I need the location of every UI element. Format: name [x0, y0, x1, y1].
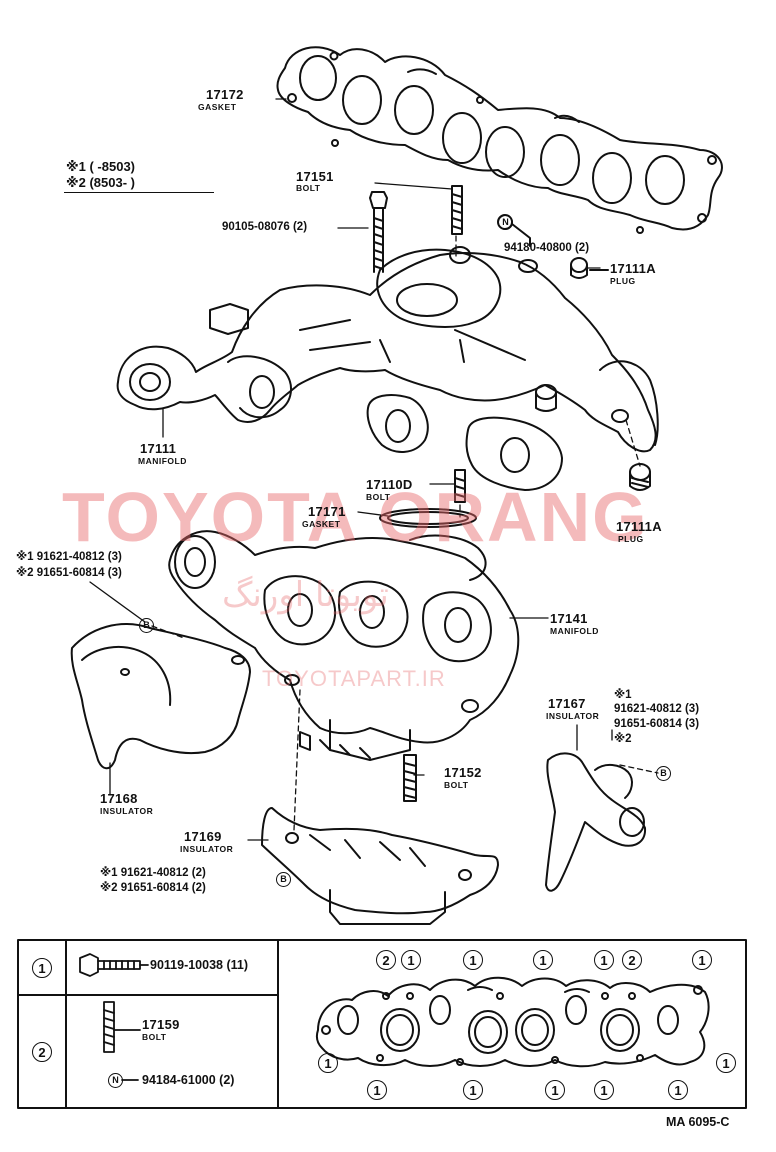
part-name-insulator-17167: INSULATOR	[546, 711, 600, 721]
part-name-gasket-17171: GASKET	[302, 519, 341, 529]
part-name-plug-right: PLUG	[618, 534, 644, 544]
gasket-17171-shape	[379, 508, 477, 528]
part-name-bolt-17151: BOLT	[296, 183, 321, 193]
part-number-17171: 17171	[308, 504, 346, 519]
part-name-plug-top: PLUG	[610, 276, 636, 286]
gasket-mark-top-1: 2	[376, 950, 396, 970]
insulator-17168-shape	[70, 623, 251, 770]
stud-17110d-shape	[454, 469, 466, 503]
bolts-bottom-line2: ※2 91651-60814 (2)	[100, 882, 206, 894]
insulator-17167-shape	[545, 752, 647, 892]
plug-17111a-top-shape	[570, 257, 609, 279]
gasket-mark-top-6: 2	[622, 950, 642, 970]
part-name-manifold-17111: MANIFOLD	[138, 456, 187, 466]
part-name-bolt-17110d: BOLT	[366, 492, 391, 502]
gasket-mark-top-4: 1	[533, 950, 553, 970]
part-name-insulator-17168: INSULATOR	[100, 806, 154, 816]
part-number-17111: 17111	[140, 441, 177, 456]
stud-17159-icon	[103, 1001, 141, 1081]
part-name-bolt-17152: BOLT	[444, 780, 469, 790]
gasket-mark-bottom-5: 1	[668, 1080, 688, 1100]
part-name-insulator-17169: INSULATOR	[180, 844, 234, 854]
part-number-17172: 17172	[206, 87, 244, 102]
gasket-mark-bottom-1: 1	[367, 1080, 387, 1100]
bolt-90105-shape	[369, 191, 388, 273]
gasket-mark-left: 1	[318, 1053, 338, 1073]
gasket-17172-shape	[276, 46, 723, 234]
gasket-mark-top-3: 1	[463, 950, 483, 970]
table-key-2: 2	[32, 1042, 52, 1062]
bolts-left-line2: ※2 91651-60814 (3)	[16, 567, 122, 579]
table-stud-name: BOLT	[142, 1032, 167, 1042]
table-row1-part: 90119-10038 (11)	[150, 958, 249, 972]
insulator-17169-shape	[261, 807, 499, 925]
table-nut-symbol: N	[108, 1073, 123, 1088]
part-number-17151: 17151	[296, 169, 334, 184]
part-number-94180: 94180-40800 (2)	[504, 242, 590, 254]
watermark-latin: TOYOTA ORANG	[62, 478, 649, 556]
part-number-17168: 17168	[100, 791, 138, 806]
bolts-left-line1: ※1 91621-40812 (3)	[16, 551, 122, 563]
bolt-90119-icon	[79, 953, 149, 977]
insulator-17167-part2: 91651-60814 (3)	[614, 718, 700, 730]
part-number-17152: 17152	[444, 765, 482, 780]
insulator-17167-mark1: ※1	[614, 689, 632, 701]
bolt-b-symbol-right: B	[656, 766, 671, 781]
part-number-17110d: 17110D	[366, 477, 413, 492]
table-key-1: 1	[32, 958, 52, 978]
insulator-17167-part1: 91621-40812 (3)	[614, 703, 700, 715]
date-legend-line2: ※2 (8503- )	[66, 175, 135, 190]
bolts-bottom-line1: ※1 91621-40812 (2)	[100, 867, 206, 879]
gasket-mark-right: 1	[716, 1053, 736, 1073]
stud-17152-shape	[403, 754, 417, 802]
part-number-17167: 17167	[548, 696, 586, 711]
figure-code: MA 6095-C	[666, 1115, 730, 1129]
gasket-mark-bottom-3: 1	[545, 1080, 565, 1100]
table-nut-part: 94184-61000 (2)	[142, 1073, 235, 1087]
legend-table-frame	[17, 939, 747, 1109]
watermark-url: TOYOTAPART.IR	[262, 666, 446, 691]
nut-n-symbol: N	[498, 215, 513, 230]
legend-underline	[64, 192, 214, 193]
insulator-17167-mark2: ※2	[614, 733, 632, 745]
gasket-mark-bottom-2: 1	[463, 1080, 483, 1100]
stud-17151-shape	[451, 185, 463, 235]
part-number-17111a-top: 17111A	[610, 261, 656, 276]
part-number-90105: 90105-08076 (2)	[222, 221, 308, 233]
part-name-gasket-17172: GASKET	[198, 102, 237, 112]
part-number-17141: 17141	[550, 611, 588, 626]
watermark-persian: تويوتا اورنگ	[222, 575, 389, 615]
gasket-mark-top-5: 1	[594, 950, 614, 970]
gasket-mark-top-7: 1	[692, 950, 712, 970]
bolt-b-symbol-bottom: B	[276, 872, 291, 887]
gasket-mark-bottom-4: 1	[594, 1080, 614, 1100]
manifold-17141-shape	[168, 530, 520, 761]
manifold-17111-shape	[116, 246, 659, 491]
gasket-mark-top-2: 1	[401, 950, 421, 970]
gasket-table-shape	[315, 976, 710, 1068]
part-name-manifold-17141: MANIFOLD	[550, 626, 599, 636]
bolt-b-symbol-left: B	[139, 618, 154, 633]
table-stud-number: 17159	[142, 1017, 180, 1032]
date-legend-line1: ※1 ( -8503)	[66, 159, 135, 174]
part-number-17111a-right: 17111A	[616, 519, 662, 534]
part-number-17169: 17169	[184, 829, 222, 844]
